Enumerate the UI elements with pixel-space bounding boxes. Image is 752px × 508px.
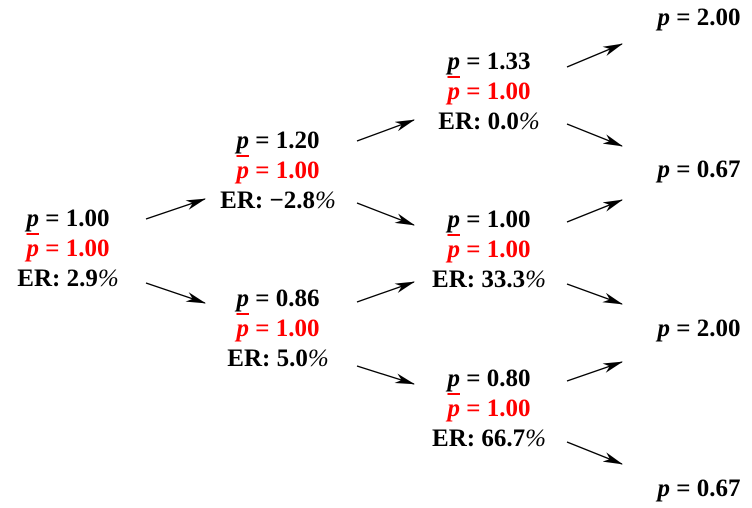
terminal-1: p = 2.00 [624,3,752,33]
node-up-down: p = 1.00 p = 1.00 ER: 33.3% [414,205,564,295]
terminal-2: p = 0.67 [624,155,752,185]
node-down: p = 0.86 p = 1.00 ER: 5.0% [203,284,353,374]
terminal-price: p = 0.67 [657,475,741,502]
node-price: p = 1.00 [447,206,531,233]
node-expected-return: ER: 5.0% [227,345,329,372]
terminal-price: p = 2.00 [657,4,741,31]
arrow-n1u-down [356,202,415,226]
node-bar-price: p = 1.00 [447,236,531,263]
node-expected-return: ER: 33.3% [432,266,546,293]
node-root: p = 1.00 p = 1.00 ER: 2.9% [0,204,143,294]
arrow-n2ud-down [566,283,623,305]
node-expected-return: ER: 2.9% [17,265,119,292]
terminal-price: p = 2.00 [657,315,741,342]
arrow-n1u-up [356,119,415,142]
arrow-n2ud-up [566,199,623,223]
arrow-n2uu-up [566,43,623,68]
node-bar-price: p = 1.00 [447,395,531,422]
arrow-n1d-down [356,365,415,385]
terminal-4: p = 0.67 [624,474,752,504]
arrow-n0-up [145,198,206,220]
node-expected-return: ER: 66.7% [432,425,546,452]
node-up-up: p = 1.33 p = 1.00 ER: 0.0% [414,47,564,137]
arrow-n2uu-down [566,123,623,147]
node-expected-return: ER: −2.8% [220,187,336,214]
node-expected-return: ER: 0.0% [438,108,540,135]
arrow-n1d-up [356,281,415,303]
node-price: p = 0.80 [447,365,531,392]
node-down-down: p = 0.80 p = 1.00 ER: 66.7% [414,364,564,454]
node-bar-price: p = 1.00 [236,157,320,184]
node-price: p = 1.20 [236,127,320,154]
arrow-n2dd-up [566,361,623,382]
node-bar-price: p = 1.00 [447,78,531,105]
node-bar-price: p = 1.00 [26,235,110,262]
node-price: p = 1.33 [447,48,531,75]
node-bar-price: p = 1.00 [236,315,320,342]
terminal-price: p = 0.67 [657,156,741,183]
arrow-n0-down [145,282,206,304]
node-price: p = 1.00 [26,205,110,232]
arrow-n2dd-down [566,441,623,465]
node-up: p = 1.20 p = 1.00 ER: −2.8% [203,126,353,216]
node-price: p = 0.86 [236,285,320,312]
terminal-3: p = 2.00 [624,314,752,344]
